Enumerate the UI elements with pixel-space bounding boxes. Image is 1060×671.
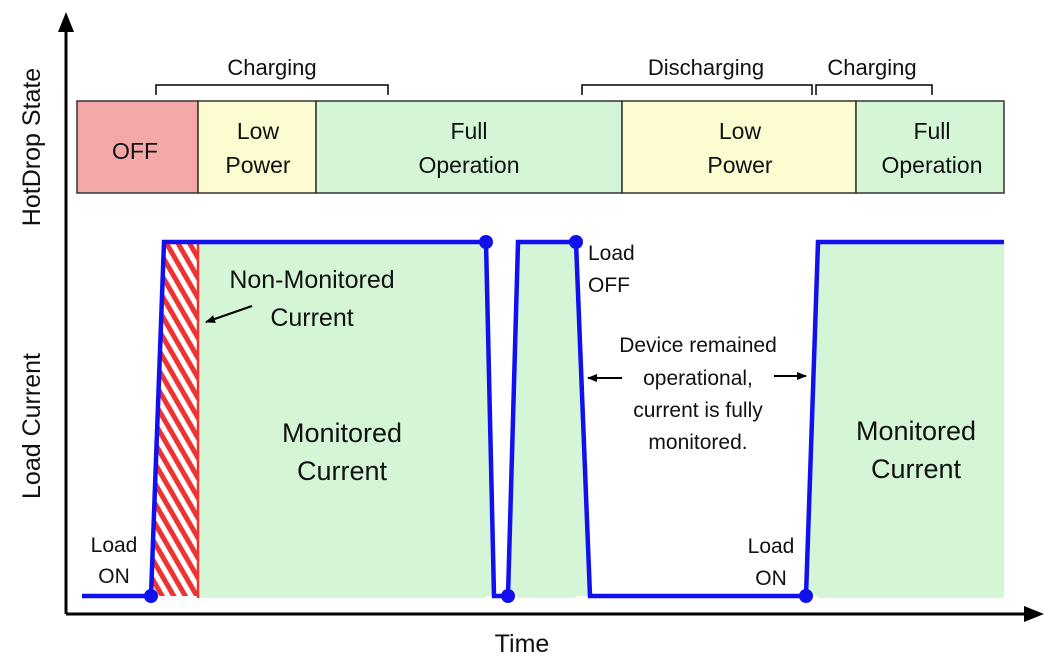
state-low-power-2-line2: Power: [707, 152, 773, 178]
event-dot-load-on-2: [799, 589, 813, 603]
device-note-line3: current is fully: [633, 399, 763, 422]
load-off-line1: Load: [588, 242, 635, 265]
state-full-operation-2: [855, 100, 1005, 194]
state-full-operation-1: [315, 100, 623, 194]
device-note-line4: monitored.: [648, 431, 747, 454]
device-note-line2: operational,: [643, 367, 753, 390]
state-full-op-2-line2: Operation: [881, 152, 982, 178]
event-dot-drop-start: [479, 235, 493, 249]
load-on-1-line1: Load: [91, 534, 138, 557]
monitored-1-line1: Monitored: [282, 418, 402, 448]
load-on-2-line2: ON: [755, 567, 787, 590]
bracket-charging-2-label: Charging: [827, 55, 916, 80]
state-full-op-2-line1: Full: [913, 118, 950, 144]
monitored-2-line2: Current: [871, 454, 962, 484]
load-current-trace: [82, 239, 1004, 599]
monitored-area-mid: [518, 242, 576, 598]
monitored-area-2: [818, 242, 1004, 598]
non-monitored-line1: Non-Monitored: [229, 266, 394, 294]
bracket-charging-1: [155, 84, 389, 95]
y-axis-arrow-icon: [58, 12, 74, 32]
monitored-area-1: [198, 242, 486, 598]
state-off-label: OFF: [112, 138, 158, 164]
bracket-discharging: [581, 84, 813, 95]
bracket-discharging-label: Discharging: [648, 55, 764, 80]
load-off-line2: OFF: [588, 274, 630, 297]
y-axis-label-bottom: Load Current: [18, 353, 46, 499]
load-on-2-line1: Load: [748, 535, 795, 558]
non-monitored-pointer: [205, 305, 253, 323]
device-note-line1: Device remained: [619, 334, 777, 357]
event-dot-drop-end: [501, 589, 515, 603]
state-low-power-1-line2: Power: [225, 152, 291, 178]
bracket-charging-1-label: Charging: [227, 55, 316, 80]
state-low-power-2: [621, 100, 857, 194]
state-low-power-1-line1: Low: [237, 118, 280, 144]
y-axis-label-top: HotDrop State: [18, 68, 46, 226]
bracket-charging-2: [815, 84, 933, 95]
x-axis-label: Time: [495, 630, 550, 658]
load-on-1-line2: ON: [98, 565, 130, 588]
event-dot-load-on-1: [144, 589, 158, 603]
state-low-power-2-line1: Low: [719, 118, 762, 144]
monitored-2-line1: Monitored: [856, 416, 976, 446]
state-full-op-1-line2: Operation: [418, 152, 519, 178]
state-low-power-1: [197, 100, 317, 194]
monitored-1-line2: Current: [297, 456, 388, 486]
state-full-op-1-line1: Full: [450, 118, 487, 144]
x-axis-arrow-icon: [1024, 606, 1044, 622]
event-dot-load-off: [569, 235, 583, 249]
non-monitored-line2: Current: [270, 304, 353, 332]
